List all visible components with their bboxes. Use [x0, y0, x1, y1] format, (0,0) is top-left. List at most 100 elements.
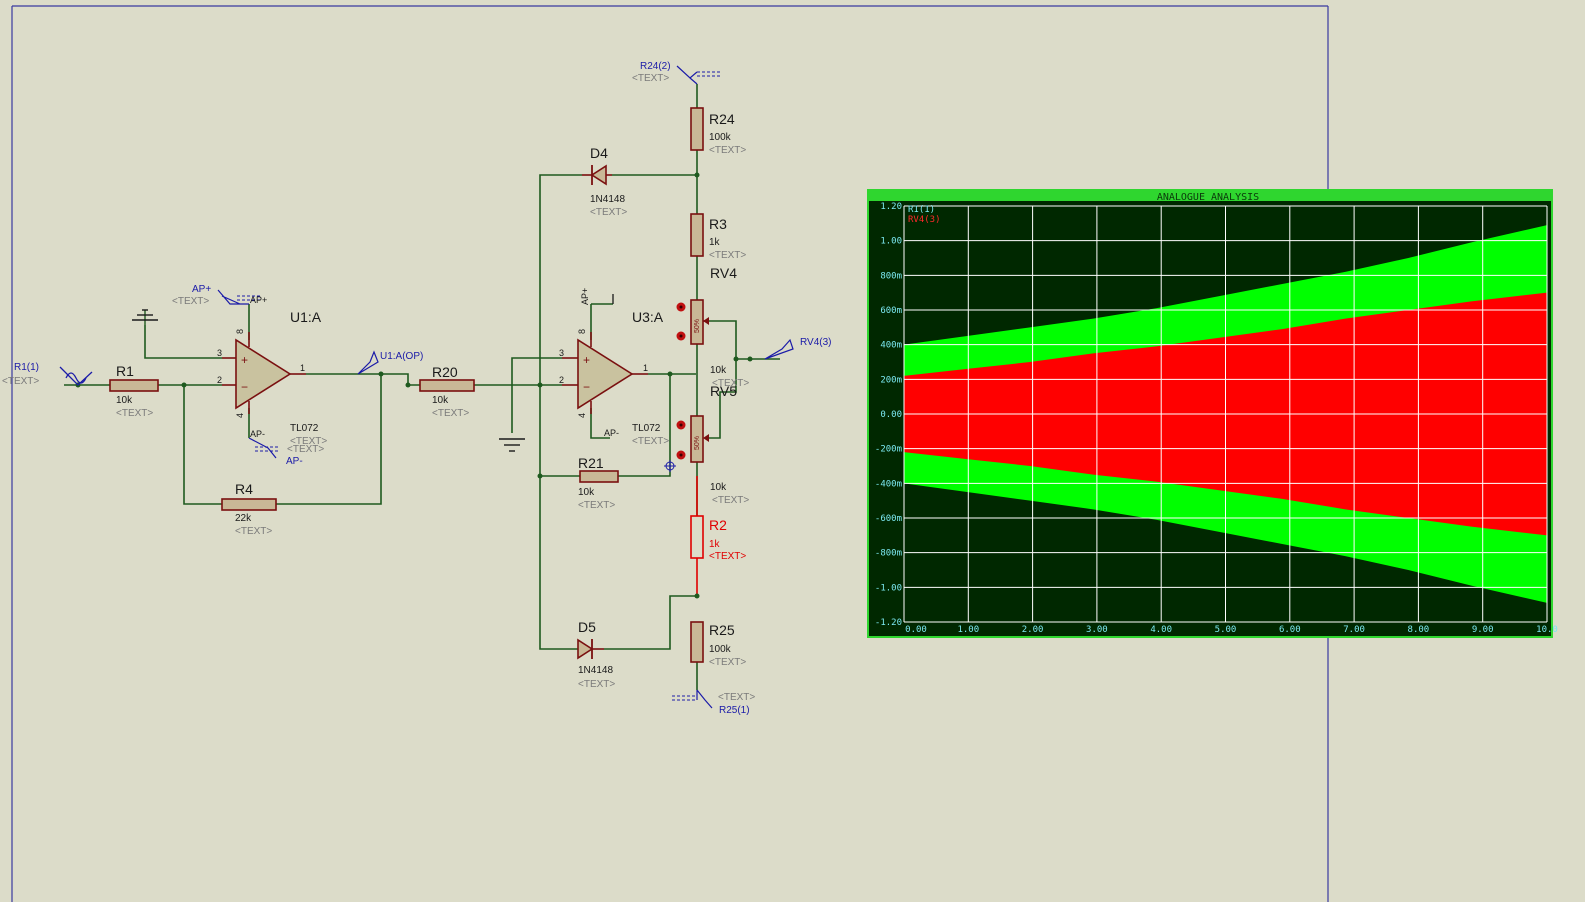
opamp-u1[interactable]: + − 3 2 1 8 4 U1:A TL072 <TEXT>	[217, 309, 327, 447]
resistor-r21[interactable]: R21 10k <TEXT>	[578, 455, 619, 511]
analogue-analysis-graph[interactable]: ANALOGUE ANALYSIS 1.201.00800m600m400m20…	[867, 189, 1558, 638]
resistor-r2[interactable]: R2 1k <TEXT>	[690, 515, 746, 562]
text-label: <TEXT>	[709, 551, 746, 562]
terminal-icon	[217, 289, 249, 305]
text-label: <TEXT>	[712, 378, 749, 389]
r24-probe[interactable]: R24(2) <TEXT>	[632, 61, 722, 85]
text-label: <TEXT>	[712, 495, 749, 506]
probe-label: R24(2)	[640, 61, 671, 72]
pin-label: AP-	[250, 429, 265, 439]
diode-d4[interactable]: D4 1N4148 <TEXT>	[582, 145, 627, 218]
r25-probe[interactable]: <TEXT> R25(1)	[672, 689, 755, 716]
voltage-probe-icon	[59, 366, 93, 386]
pin-number: 2	[217, 375, 222, 385]
text-label: <TEXT>	[632, 436, 669, 447]
ref-label: U3:A	[632, 309, 664, 325]
value-label: 10k	[710, 365, 727, 376]
probe-label: R1(1)	[14, 362, 39, 373]
resistor-r4[interactable]: R4 22k <TEXT>	[221, 481, 277, 537]
value-label: 1k	[709, 539, 721, 550]
voltage-probe-icon	[764, 338, 794, 360]
x-tick-label: 4.00	[1150, 625, 1172, 635]
ref-label: R24	[709, 111, 735, 127]
pin-number: 2	[559, 375, 564, 385]
ap-plus-terminal[interactable]: AP+ <TEXT> AP+	[172, 284, 267, 307]
terminal-text: <TEXT>	[172, 296, 209, 307]
y-tick-label: 600m	[880, 306, 902, 316]
ref-label: R1	[116, 363, 134, 379]
resistor-r1[interactable]: R1 10k <TEXT>	[109, 363, 159, 419]
plus-sign: +	[241, 353, 248, 367]
resistor-r25[interactable]: R25 100k <TEXT>	[690, 621, 746, 668]
pin-number: 8	[577, 329, 587, 334]
potentiometer-rv5[interactable]: 50% RV5 10k <TEXT>	[676, 383, 750, 506]
x-tick-label: 8.00	[1408, 625, 1430, 635]
probe-text: <TEXT>	[2, 376, 39, 387]
y-tick-label: 200m	[880, 375, 902, 385]
voltage-probe-icon	[357, 350, 379, 375]
value-label: 100k	[709, 644, 732, 655]
ref-label: RV5	[710, 383, 737, 399]
x-tick-label: 1.00	[957, 625, 979, 635]
value-label: 1N4148	[590, 194, 625, 205]
ref-label: R2	[709, 517, 727, 533]
sine-source-icon	[65, 372, 87, 384]
resistor-r24[interactable]: R24 100k <TEXT>	[690, 107, 746, 156]
probe-label: RV4(3)	[800, 337, 832, 348]
r1-input-probe[interactable]: R1(1) <TEXT>	[2, 362, 93, 387]
probe-text: <TEXT>	[718, 692, 755, 703]
pin-number: 8	[235, 329, 245, 334]
x-tick-label: 10.0	[1536, 625, 1558, 635]
ref-label: U1:A	[290, 309, 322, 325]
pin-number: 1	[300, 363, 305, 373]
opamp-u3[interactable]: + − 3 2 1 8 4 U3:A TL072 <TEXT>	[559, 309, 669, 447]
value-label: 10k	[116, 395, 133, 406]
x-tick-label: 2.00	[1022, 625, 1044, 635]
u3-ap-minus-terminal[interactable]: AP-	[604, 428, 619, 438]
value-label: TL072	[632, 423, 661, 434]
u3-ap-plus-terminal[interactable]: AP+	[580, 288, 614, 305]
x-tick-label: 3.00	[1086, 625, 1108, 635]
legend-series-1: R1(1)	[908, 205, 935, 215]
text-label: <TEXT>	[116, 408, 153, 419]
x-tick-label: 5.00	[1215, 625, 1237, 635]
diode-d5[interactable]: D5 1N4148 <TEXT>	[577, 619, 615, 690]
y-tick-label: 1.00	[880, 237, 902, 247]
value-label: 1N4148	[578, 665, 613, 676]
x-tick-label: 9.00	[1472, 625, 1494, 635]
y-tick-label: -1.20	[875, 618, 902, 628]
rv4-output-probe[interactable]: RV4(3)	[764, 337, 832, 360]
pin-number: 1	[643, 363, 648, 373]
value-label: 10k	[710, 482, 727, 493]
value-label: 10k	[432, 395, 449, 406]
plus-sign: +	[583, 353, 590, 367]
text-label: <TEXT>	[578, 500, 615, 511]
probe-text: <TEXT>	[632, 73, 669, 84]
resistor-r20[interactable]: R20 10k <TEXT>	[419, 364, 475, 419]
text-label: <TEXT>	[578, 679, 615, 690]
potentiometer-rv4[interactable]: 50% RV4 10k <TEXT>	[676, 265, 750, 389]
pin-number: 4	[235, 413, 245, 418]
terminal-label: AP-	[604, 428, 619, 438]
terminal-icon	[696, 689, 713, 709]
terminal-label: AP+	[580, 288, 590, 305]
plot-area: 1.201.00800m600m400m200m0.00-200m-400m-6…	[875, 202, 1558, 635]
ref-label: RV4	[710, 265, 737, 281]
y-tick-label: 400m	[880, 341, 902, 351]
graph-title-bar[interactable]	[869, 191, 1551, 201]
probe-label: R25(1)	[719, 705, 750, 716]
value-label: 100k	[709, 132, 732, 143]
probe-label: U1:A(OP)	[380, 351, 423, 362]
ground-symbol	[499, 438, 525, 452]
y-tick-label: -200m	[875, 445, 902, 455]
terminal-text: <TEXT>	[287, 444, 324, 455]
u1-output-probe[interactable]: U1:A(OP)	[357, 350, 423, 375]
ap-minus-terminal[interactable]: AP- <TEXT> AP-	[248, 429, 324, 467]
x-tick-label: 0.00	[905, 625, 927, 635]
wiper-percent: 50%	[694, 436, 701, 450]
x-tick-label: 7.00	[1343, 625, 1365, 635]
resistor-r3[interactable]: R3 1k <TEXT>	[690, 213, 746, 261]
wiper-percent: 50%	[694, 319, 701, 333]
text-label: <TEXT>	[709, 657, 746, 668]
